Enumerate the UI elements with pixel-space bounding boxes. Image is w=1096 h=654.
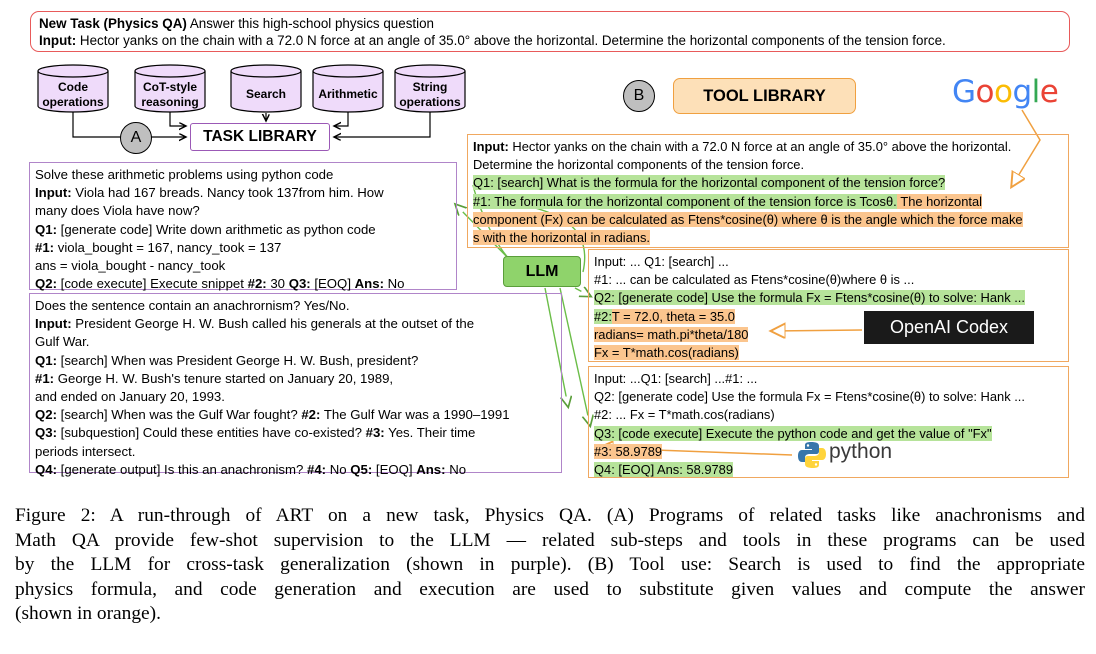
database-cylinder-icon [134,64,206,113]
llm-box: LLM [503,256,581,287]
physics-box2-line: Input: ... Q1: [search] ... [594,254,729,269]
anachronism-box-line: periods intersect. [35,443,136,459]
math-box-line: #1: viola_bought = 167, nancy_took = 137 [35,239,282,255]
physics-box3-line: #3: 58.9789 [594,443,663,459]
physics-box2-line: radians= math.pi*theta/180 [594,326,749,342]
anachronism-box-line: Q4: [generate output] Is this an anachro… [35,461,467,477]
physics-box1-line: Determine the horizontal components of t… [473,157,805,173]
cylinder-label: Search [245,87,287,101]
physics-box3-line: Q4: [EOQ] Ans: 58.9789 [594,462,734,478]
math-box-line: many does Viola have now? [35,203,200,219]
database-cylinder-icon [230,64,302,113]
caption-line: physics formula, and code generation and… [15,578,1085,600]
python-logo: python [797,440,907,470]
caption-line: Math QA provide few-shot supervision to … [15,529,1085,551]
task-input-line: Input: Hector yanks on the chain with a … [39,32,1061,49]
task-input-text: Hector yanks on the chain with a 72.0 N … [79,33,946,48]
circle-a-marker: A [120,122,152,154]
caption-line: Figure 2: A run-through of ART on a new … [15,505,1085,526]
python-wordmark: python [829,440,893,463]
task-title-line: New Task (Physics QA) Answer this high-s… [39,15,1061,32]
anachronism-box-line: and ended on January 20, 1993. [35,389,225,405]
physics-box3-line: Q2: [generate code] Use the formula Fx =… [594,389,1025,405]
task-title-rest: Answer this high-school physics question [189,16,434,31]
anachronism-box-line: Q3: [subquestion] Could these entities h… [35,425,476,441]
physics-box2-line: Q2: [generate code] Use the formula Fx =… [594,290,1025,306]
anachronism-box-line: #1: George H. W. Bush's tenure started o… [35,370,394,386]
physics-search-box: Input: Hector yanks on the chain with a … [467,134,1069,248]
physics-box3-line: #2: ... Fx = T*math.cos(radians) [594,407,775,423]
math-box-line: Solve these arithmetic problems using py… [35,167,334,182]
physics-box1-line: s with the horizontal in radians. [473,230,650,246]
physics-box1-line: #1: The formula for the horizontal compo… [473,193,983,209]
caption-line: by the LLM for cross-task generalization… [15,554,1085,576]
database-cylinder-icon [37,64,109,113]
anachronism-box-line: Q1: [search] When was President George H… [35,352,419,368]
database-cylinder-icon [312,64,384,113]
physics-code-execute-box: Input: ...Q1: [search] ...#1: ... Q2: [g… [588,366,1069,478]
anachronism-box-line: Q2: [search] When was the Gulf War fough… [35,407,510,423]
physics-box3-line: Q3: [code execute] Execute the python co… [594,425,992,441]
database-cylinder-icon [394,64,466,113]
math-box-line: Q1: [generate code] Write down arithmeti… [35,221,376,237]
physics-box1-line: Q1: [search] What is the formula for the… [473,175,946,191]
openai-codex-logo: OpenAI Codex [864,311,1034,344]
task-box: New Task (Physics QA) Answer this high-s… [30,11,1070,52]
physics-box3-line: Input: ...Q1: [search] ...#1: ... [594,371,758,386]
anachronism-box-line: Input: President George H. W. Bush calle… [35,316,475,332]
cylinder-arithmetic: Arithmetic [312,64,384,114]
circle-b-marker: B [623,80,655,112]
physics-box2-line: #1: ... can be calculated as Ftens*cosin… [594,272,915,288]
physics-box2-line: #2:T = 72.0, theta = 35.0 [594,308,735,324]
physics-code-gen-box: Input: ... Q1: [search] ... #1: ... can … [588,249,1069,362]
anachronism-box-line: Does the sentence contain an anachrornis… [35,298,350,313]
tool-library-box: TOOL LIBRARY [673,78,856,114]
math-qa-program-box: Solve these arithmetic problems using py… [29,162,457,292]
physics-box1-line: Input: Hector yanks on the chain with a … [473,139,1012,154]
python-icon [798,442,826,468]
task-title: New Task (Physics QA) [39,16,187,31]
math-box-line: Input: Viola had 167 breads. Nancy took … [35,185,384,201]
math-box-line: ans = viola_bought - nancy_took [35,258,226,274]
cylinder-search: Search [230,64,302,114]
figure-caption: Figure 2: A run-through of ART on a new … [15,504,1085,627]
cylinder-label: Arithmetic [318,87,378,101]
task-input-label: Input: [39,33,77,48]
physics-box2-line: Fx = T*math.cos(radians) [594,345,739,361]
anachronism-program-box: Does the sentence contain an anachrornis… [29,293,562,477]
math-box-line: Q2: [code execute] Execute snippet #2: 3… [35,276,405,292]
physics-box1-line: component (Fx) can be calculated as Ften… [473,211,1023,227]
caption-line: (shown in orange). [15,603,161,625]
task-library-box: TASK LIBRARY [190,123,330,151]
google-logo: Google [952,74,1059,110]
anachronism-box-line: Gulf War. [35,334,90,350]
